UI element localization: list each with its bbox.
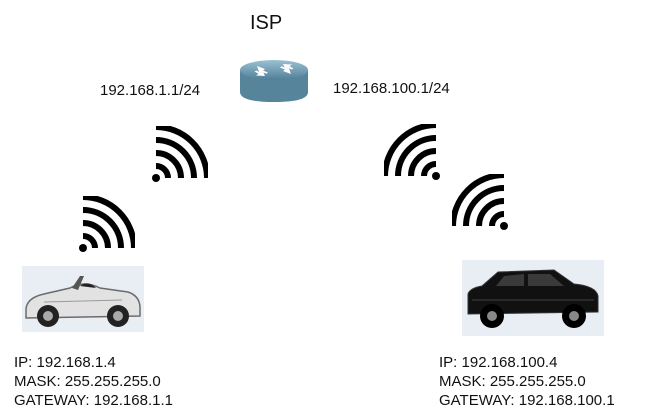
right-client-info: IP: 192.168.100.4 MASK: 255.255.255.0 GA…	[439, 353, 615, 410]
left-car-image	[22, 266, 144, 332]
wifi-signal-icon	[75, 196, 135, 256]
wifi-signal-icon	[384, 124, 444, 184]
right-client-mask: MASK: 255.255.255.0	[439, 373, 586, 390]
wifi-signal-icon	[148, 126, 208, 186]
router-icon	[239, 58, 309, 104]
left-interface-address: 192.168.1.1/24	[100, 82, 201, 99]
left-client-gateway: GATEWAY: 192.168.1.1	[14, 392, 173, 409]
left-client-ip: IP: 192.168.1.4	[14, 354, 116, 371]
isp-label: ISP	[250, 12, 283, 34]
right-client-gateway: GATEWAY: 192.168.100.1	[439, 392, 615, 409]
wifi-signal-icon	[452, 174, 512, 234]
right-interface-address: 192.168.100.1/24	[333, 80, 450, 97]
right-car-image	[462, 260, 604, 336]
left-client-mask: MASK: 255.255.255.0	[14, 373, 161, 390]
right-client-ip: IP: 192.168.100.4	[439, 354, 558, 371]
left-client-info: IP: 192.168.1.4 MASK: 255.255.255.0 GATE…	[14, 353, 173, 410]
